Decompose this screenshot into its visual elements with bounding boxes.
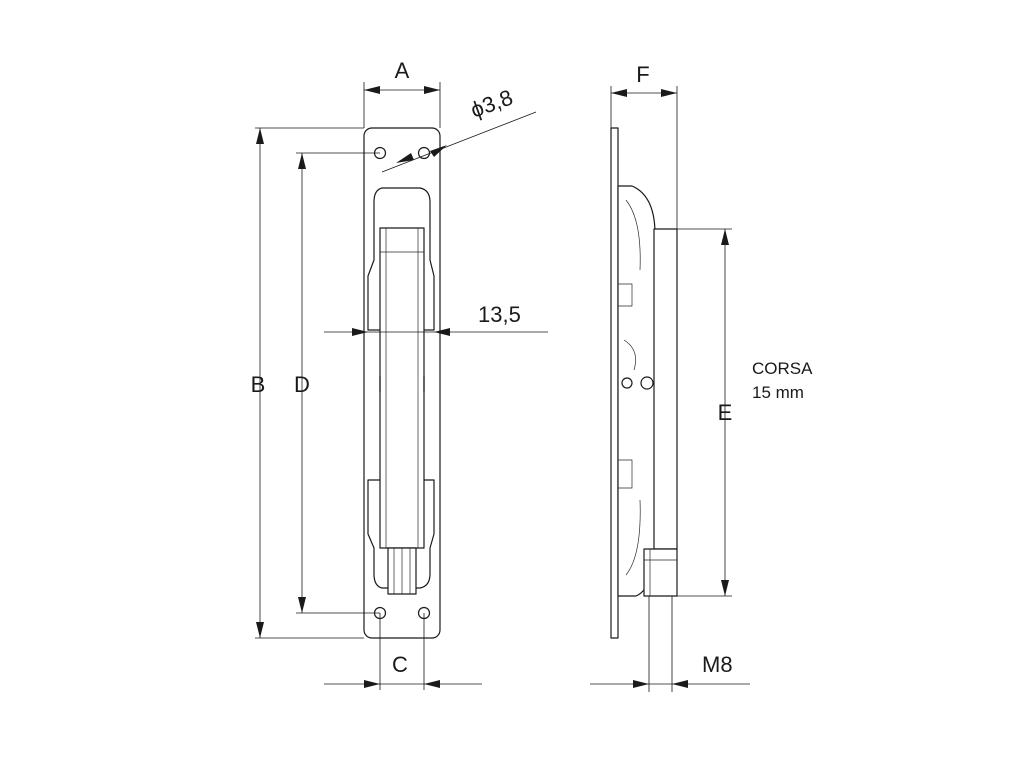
label-a: A <box>395 58 410 83</box>
dimension-b: B <box>251 127 364 639</box>
dimension-f: F <box>610 62 678 229</box>
side-plate <box>610 127 619 639</box>
label-d: D <box>294 372 310 397</box>
label-thread: M8 <box>702 652 733 677</box>
label-c: C <box>392 652 408 677</box>
side-view <box>610 127 678 639</box>
label-e: E <box>718 400 733 425</box>
side-housing <box>617 185 656 597</box>
front-view <box>363 127 441 639</box>
dimension-thread: M8 <box>590 596 750 692</box>
front-bolt <box>379 227 425 549</box>
side-bolt <box>653 228 678 550</box>
dimension-e: E <box>677 228 733 597</box>
stroke-note: CORSA 15 mm <box>752 359 813 402</box>
side-bolt-tip <box>643 548 678 597</box>
dimension-d: D <box>294 152 380 614</box>
label-f: F <box>636 62 649 87</box>
label-hole: ϕ3,8 <box>467 85 516 123</box>
label-width: 13,5 <box>478 302 521 327</box>
dimension-c: C <box>324 613 482 690</box>
label-stroke-title: CORSA <box>752 359 813 378</box>
dimension-width: 13,5 <box>324 302 548 336</box>
dimension-a: A <box>363 58 441 128</box>
label-stroke-value: 15 mm <box>752 383 804 402</box>
hole-top-right <box>417 146 431 160</box>
label-b: B <box>251 372 266 397</box>
